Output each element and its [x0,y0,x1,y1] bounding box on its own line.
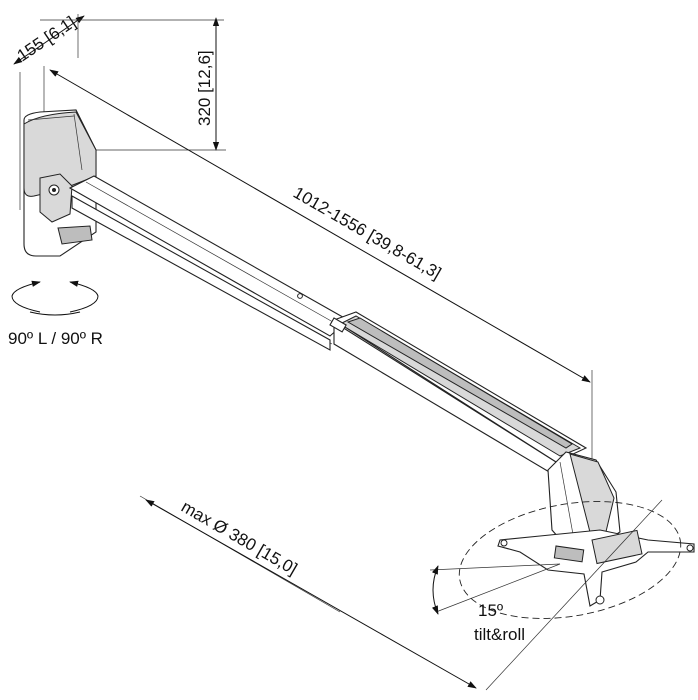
height-dimension-label: 320 [12,6] [195,50,214,126]
projector-adapter [458,451,695,619]
wall-bracket [23,109,97,257]
tilt-indicator: 15º tilt&roll [429,563,561,644]
extension-arm [68,175,588,477]
rotation-label: 90º L / 90º R [8,329,103,348]
rotation-indicator: 90º L / 90º R [8,280,103,348]
depth-dimension-label: 155 [6,1] [14,13,79,66]
length-dimension-label: 1012-1556 [39,8-61,3] [290,183,444,283]
tilt-caption-label: tilt&roll [474,625,525,644]
tilt-angle-label: 15º [478,601,503,620]
diameter-dimension-label: max Ø 380 [15,0] [178,497,300,579]
